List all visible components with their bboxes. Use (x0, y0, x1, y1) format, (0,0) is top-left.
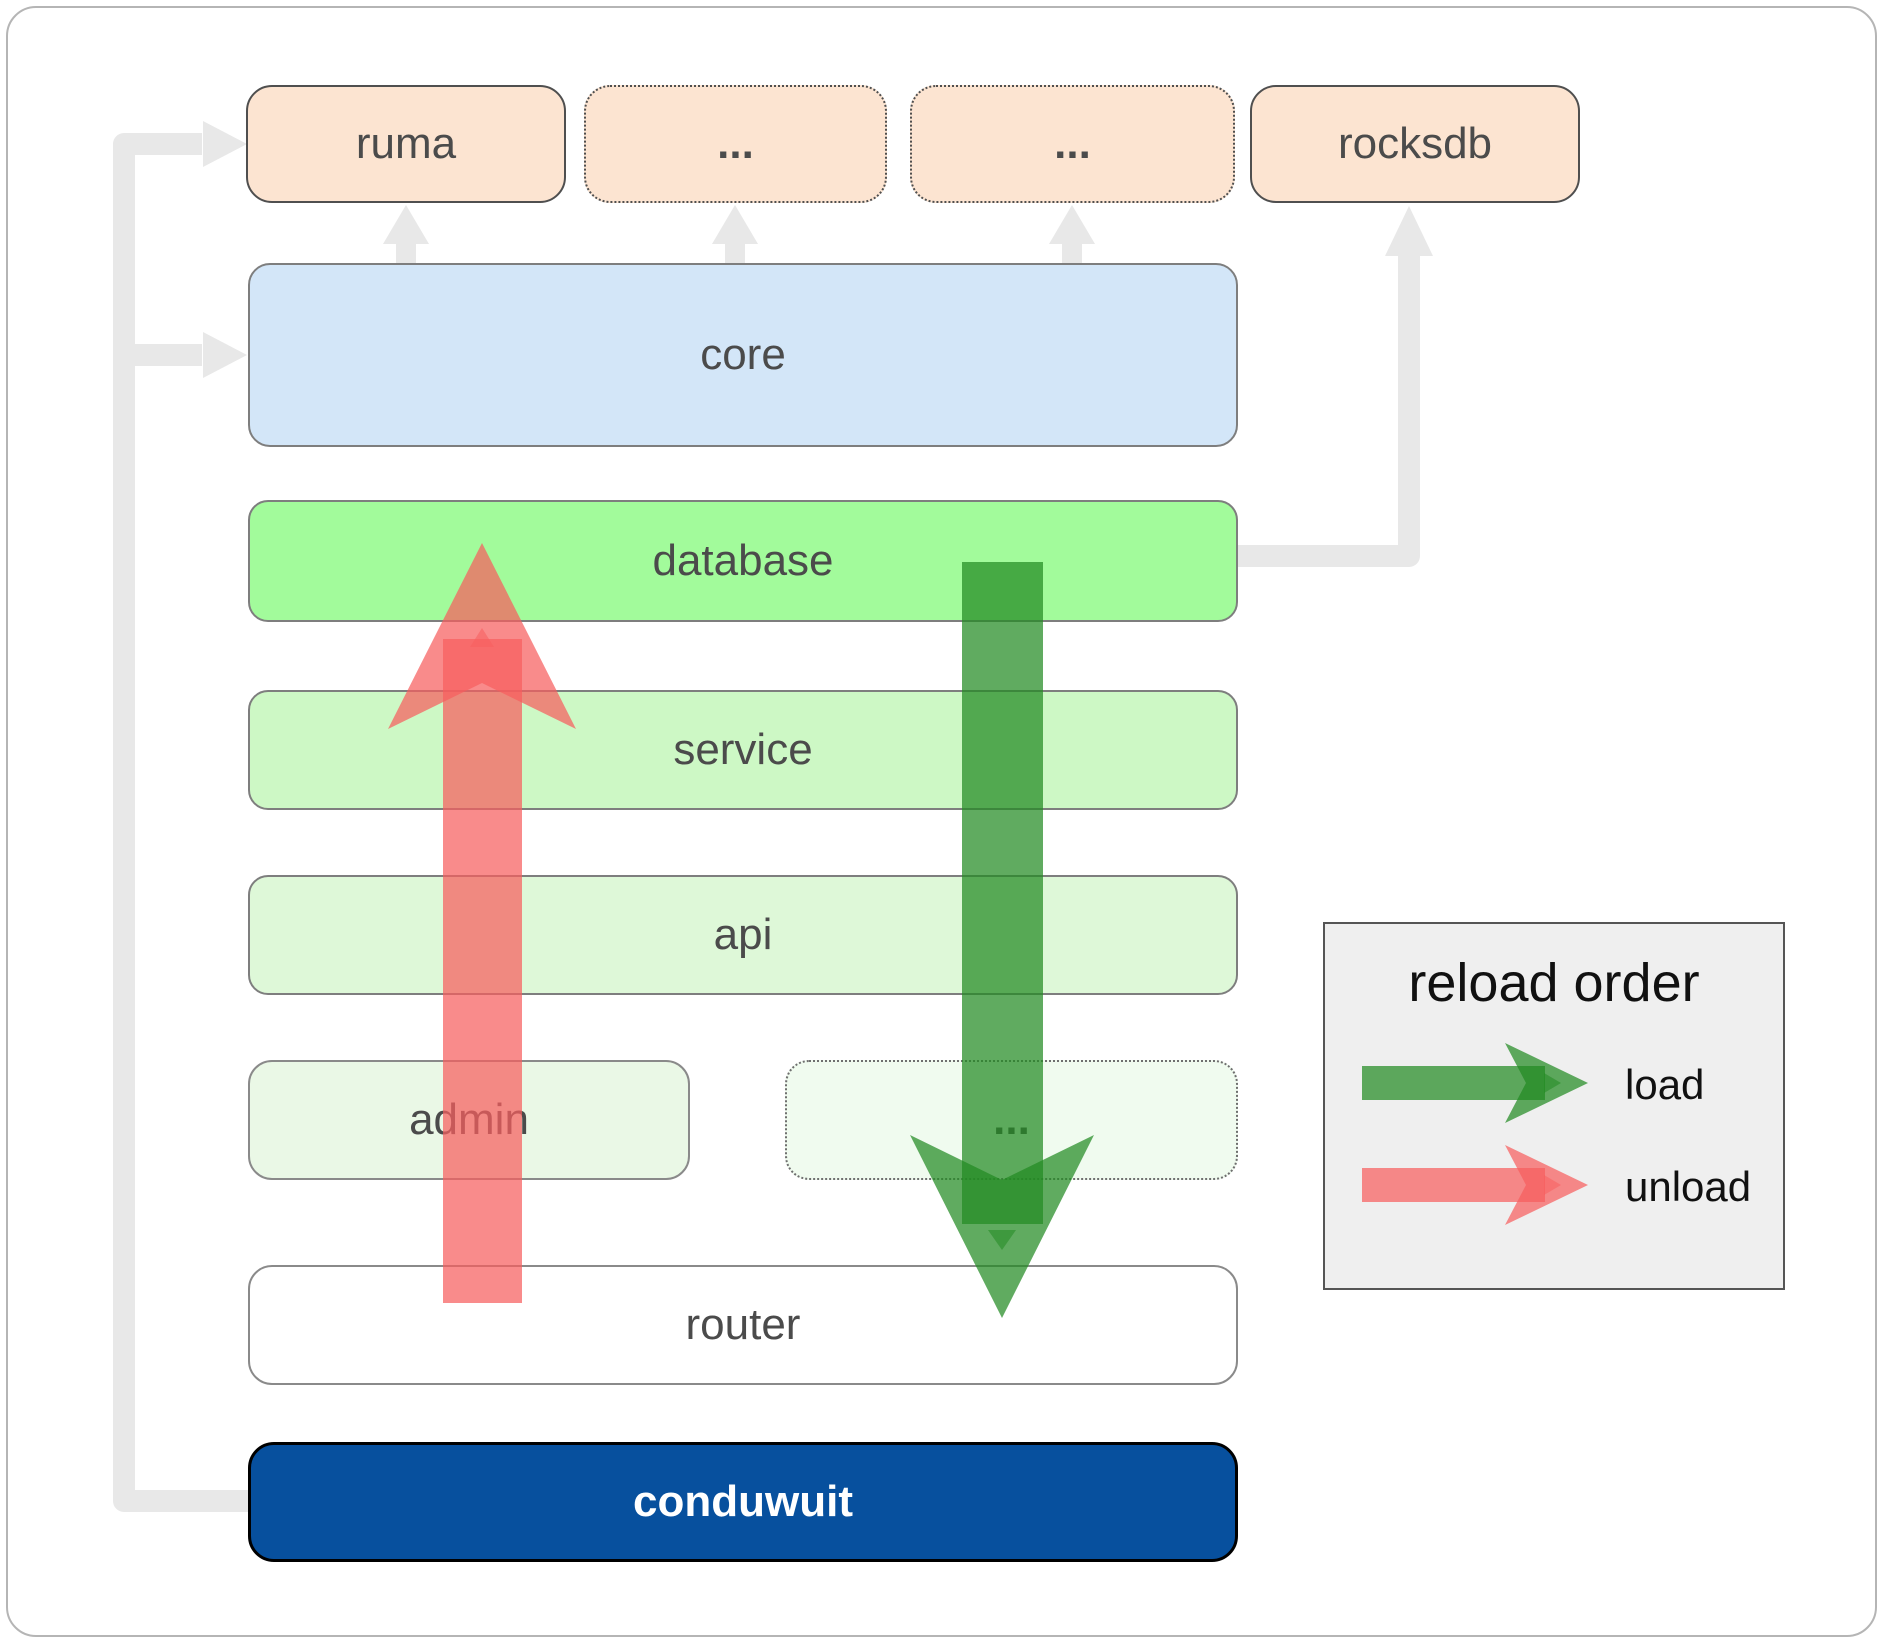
node-ellipsis-3-label: ... (993, 1095, 1030, 1144)
node-core-label: core (700, 330, 786, 379)
node-ruma-label: ruma (355, 119, 457, 168)
node-router: router (248, 1265, 1238, 1385)
node-admin: admin (248, 1060, 690, 1180)
node-core: core (248, 263, 1238, 447)
node-ellipsis-1: ... (584, 85, 887, 203)
node-rocksdb-label: rocksdb (1337, 119, 1493, 168)
node-api: api (248, 875, 1238, 995)
node-router-label: router (685, 1300, 801, 1349)
legend-unload-label: unload (1625, 1163, 1752, 1210)
node-api-label: api (713, 910, 773, 959)
node-ellipsis-2: ... (910, 85, 1235, 203)
node-admin-label: admin (409, 1095, 529, 1144)
node-rocksdb: rocksdb (1250, 85, 1580, 203)
node-database-label: database (652, 536, 834, 585)
node-ellipsis-3: ... (785, 1060, 1238, 1180)
legend-load-label: load (1625, 1061, 1705, 1108)
node-ellipsis-1-label: ... (717, 119, 754, 168)
legend-panel: reload order load unload (1323, 922, 1785, 1290)
node-database: database (248, 500, 1238, 622)
node-ellipsis-2-label: ... (1054, 119, 1091, 168)
node-conduwuit-label: conduwuit (633, 1477, 853, 1526)
legend-title: reload order (1408, 953, 1700, 1013)
canvas-border (6, 6, 1877, 1637)
node-service: service (248, 690, 1238, 810)
node-conduwuit: conduwuit (248, 1442, 1238, 1562)
node-ruma: ruma (246, 85, 566, 203)
node-service-label: service (673, 725, 813, 774)
